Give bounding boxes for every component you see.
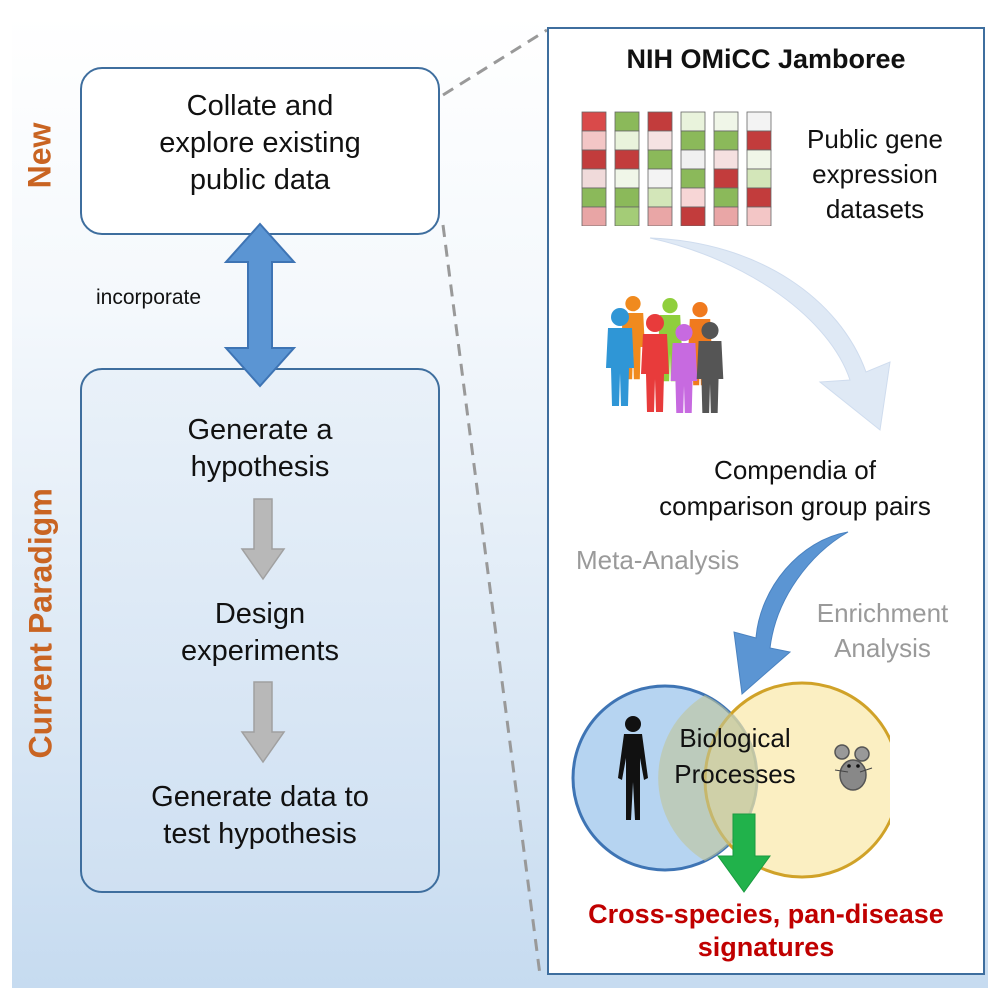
person-figure [670, 324, 698, 413]
step-2-line-2: experiments [181, 635, 339, 667]
heatmap-cell [614, 130, 640, 151]
heatmap-cell [614, 149, 640, 170]
light-curved-arrow [649, 237, 891, 431]
biological-processes-label: Biological Processes [660, 720, 810, 792]
new-box-line-2: explore existing [159, 127, 361, 159]
new-box-line-1: Collate and [186, 90, 334, 122]
heatmap-cell [647, 206, 673, 226]
compendia-line-2: comparison group pairs [659, 491, 931, 521]
heatmap-cell [614, 187, 640, 208]
new-label: New [21, 122, 58, 189]
heatmap-cell [647, 111, 673, 132]
heatmap-cell [746, 168, 772, 189]
enrichment-line-2: Analysis [834, 633, 931, 663]
step-1-line-2: hypothesis [190, 451, 330, 483]
heatmap-cell [581, 130, 607, 151]
step-design-experiments: Design experiments [80, 596, 440, 670]
compendia-line-1: Compendia of [714, 455, 876, 485]
heatmap-cell [746, 206, 772, 226]
heatmap-cell [746, 149, 772, 170]
heatmap-cell [647, 168, 673, 189]
signatures-line-2: signatures [697, 932, 835, 962]
mouse-icon [834, 744, 873, 791]
meta-analysis-label: Meta-Analysis [576, 545, 740, 575]
step-1-line-1: Generate a [187, 414, 333, 446]
human-silhouette-icon [618, 716, 648, 820]
heatmap-cell [581, 111, 607, 132]
green-down-arrow [717, 813, 771, 893]
heatmap-cell [647, 149, 673, 170]
heatmap-cell [614, 206, 640, 226]
current-paradigm-label: Current Paradigm [22, 488, 59, 759]
heatmap-cell [746, 111, 772, 132]
person-figure [696, 322, 724, 413]
heatmap-cell [680, 111, 706, 132]
step-3-line-2: test hypothesis [163, 818, 357, 850]
heatmap-cell [680, 130, 706, 151]
step-generate-hypothesis: Generate a hypothesis [80, 412, 440, 486]
jamboree-title: NIH OMiCC Jamboree [626, 44, 906, 74]
heatmap-cell [746, 187, 772, 208]
datasets-line-3: datasets [825, 194, 925, 224]
heatmap-cell [680, 187, 706, 208]
signatures-label: Cross-species, pan-disease signatures [547, 898, 985, 964]
connector-top [442, 28, 548, 97]
bio-line-1: Biological [679, 723, 791, 753]
heatmap-cell [581, 168, 607, 189]
signatures-line-1: Cross-species, pan-disease [588, 899, 944, 929]
heatmap-cell [713, 149, 739, 170]
new-box-line-3: public data [189, 164, 331, 196]
heatmap-cell [713, 187, 739, 208]
datasets-label: Public gene expression datasets [770, 122, 980, 227]
expression-heatmap [581, 111, 772, 226]
person-figure [606, 308, 634, 406]
connector-bottom [441, 224, 542, 976]
heatmap-cell [713, 206, 739, 226]
heatmap-cell [680, 149, 706, 170]
incorporate-label: incorporate [96, 286, 202, 309]
heatmap-cell [713, 168, 739, 189]
heatmap-cell [614, 111, 640, 132]
heatmap-cell [647, 130, 673, 151]
bio-line-2: Processes [674, 759, 796, 789]
new-box-text: Collate and explore existing public data [80, 88, 440, 199]
heatmap-cell [680, 168, 706, 189]
enrichment-analysis-label: Enrichment Analysis [790, 596, 975, 666]
heatmap-cell [581, 149, 607, 170]
heatmap-cell [581, 206, 607, 226]
heatmap-cell [581, 187, 607, 208]
heatmap-cell [746, 130, 772, 151]
down-arrow-2 [240, 681, 286, 764]
step-2-line-1: Design [214, 598, 306, 630]
datasets-line-1: Public gene [807, 124, 943, 154]
meta-analysis-arrow [733, 531, 849, 695]
heatmap-cell [680, 206, 706, 226]
current-paradigm-box [80, 368, 440, 893]
heatmap-cell [647, 187, 673, 208]
enrichment-line-1: Enrichment [816, 598, 949, 628]
step-generate-data: Generate data to test hypothesis [80, 779, 440, 853]
heatmap-cell [614, 168, 640, 189]
person-figure [641, 314, 669, 412]
compendia-label: Compendia of comparison group pairs [600, 452, 990, 524]
new-box [80, 67, 440, 235]
step-3-line-1: Generate data to [151, 781, 369, 813]
people-group-icon [606, 296, 724, 413]
down-arrow-1 [240, 498, 286, 581]
datasets-line-2: expression [812, 159, 938, 189]
heatmap-cell [713, 111, 739, 132]
incorporate-double-arrow [223, 222, 297, 388]
heatmap-cell [713, 130, 739, 151]
